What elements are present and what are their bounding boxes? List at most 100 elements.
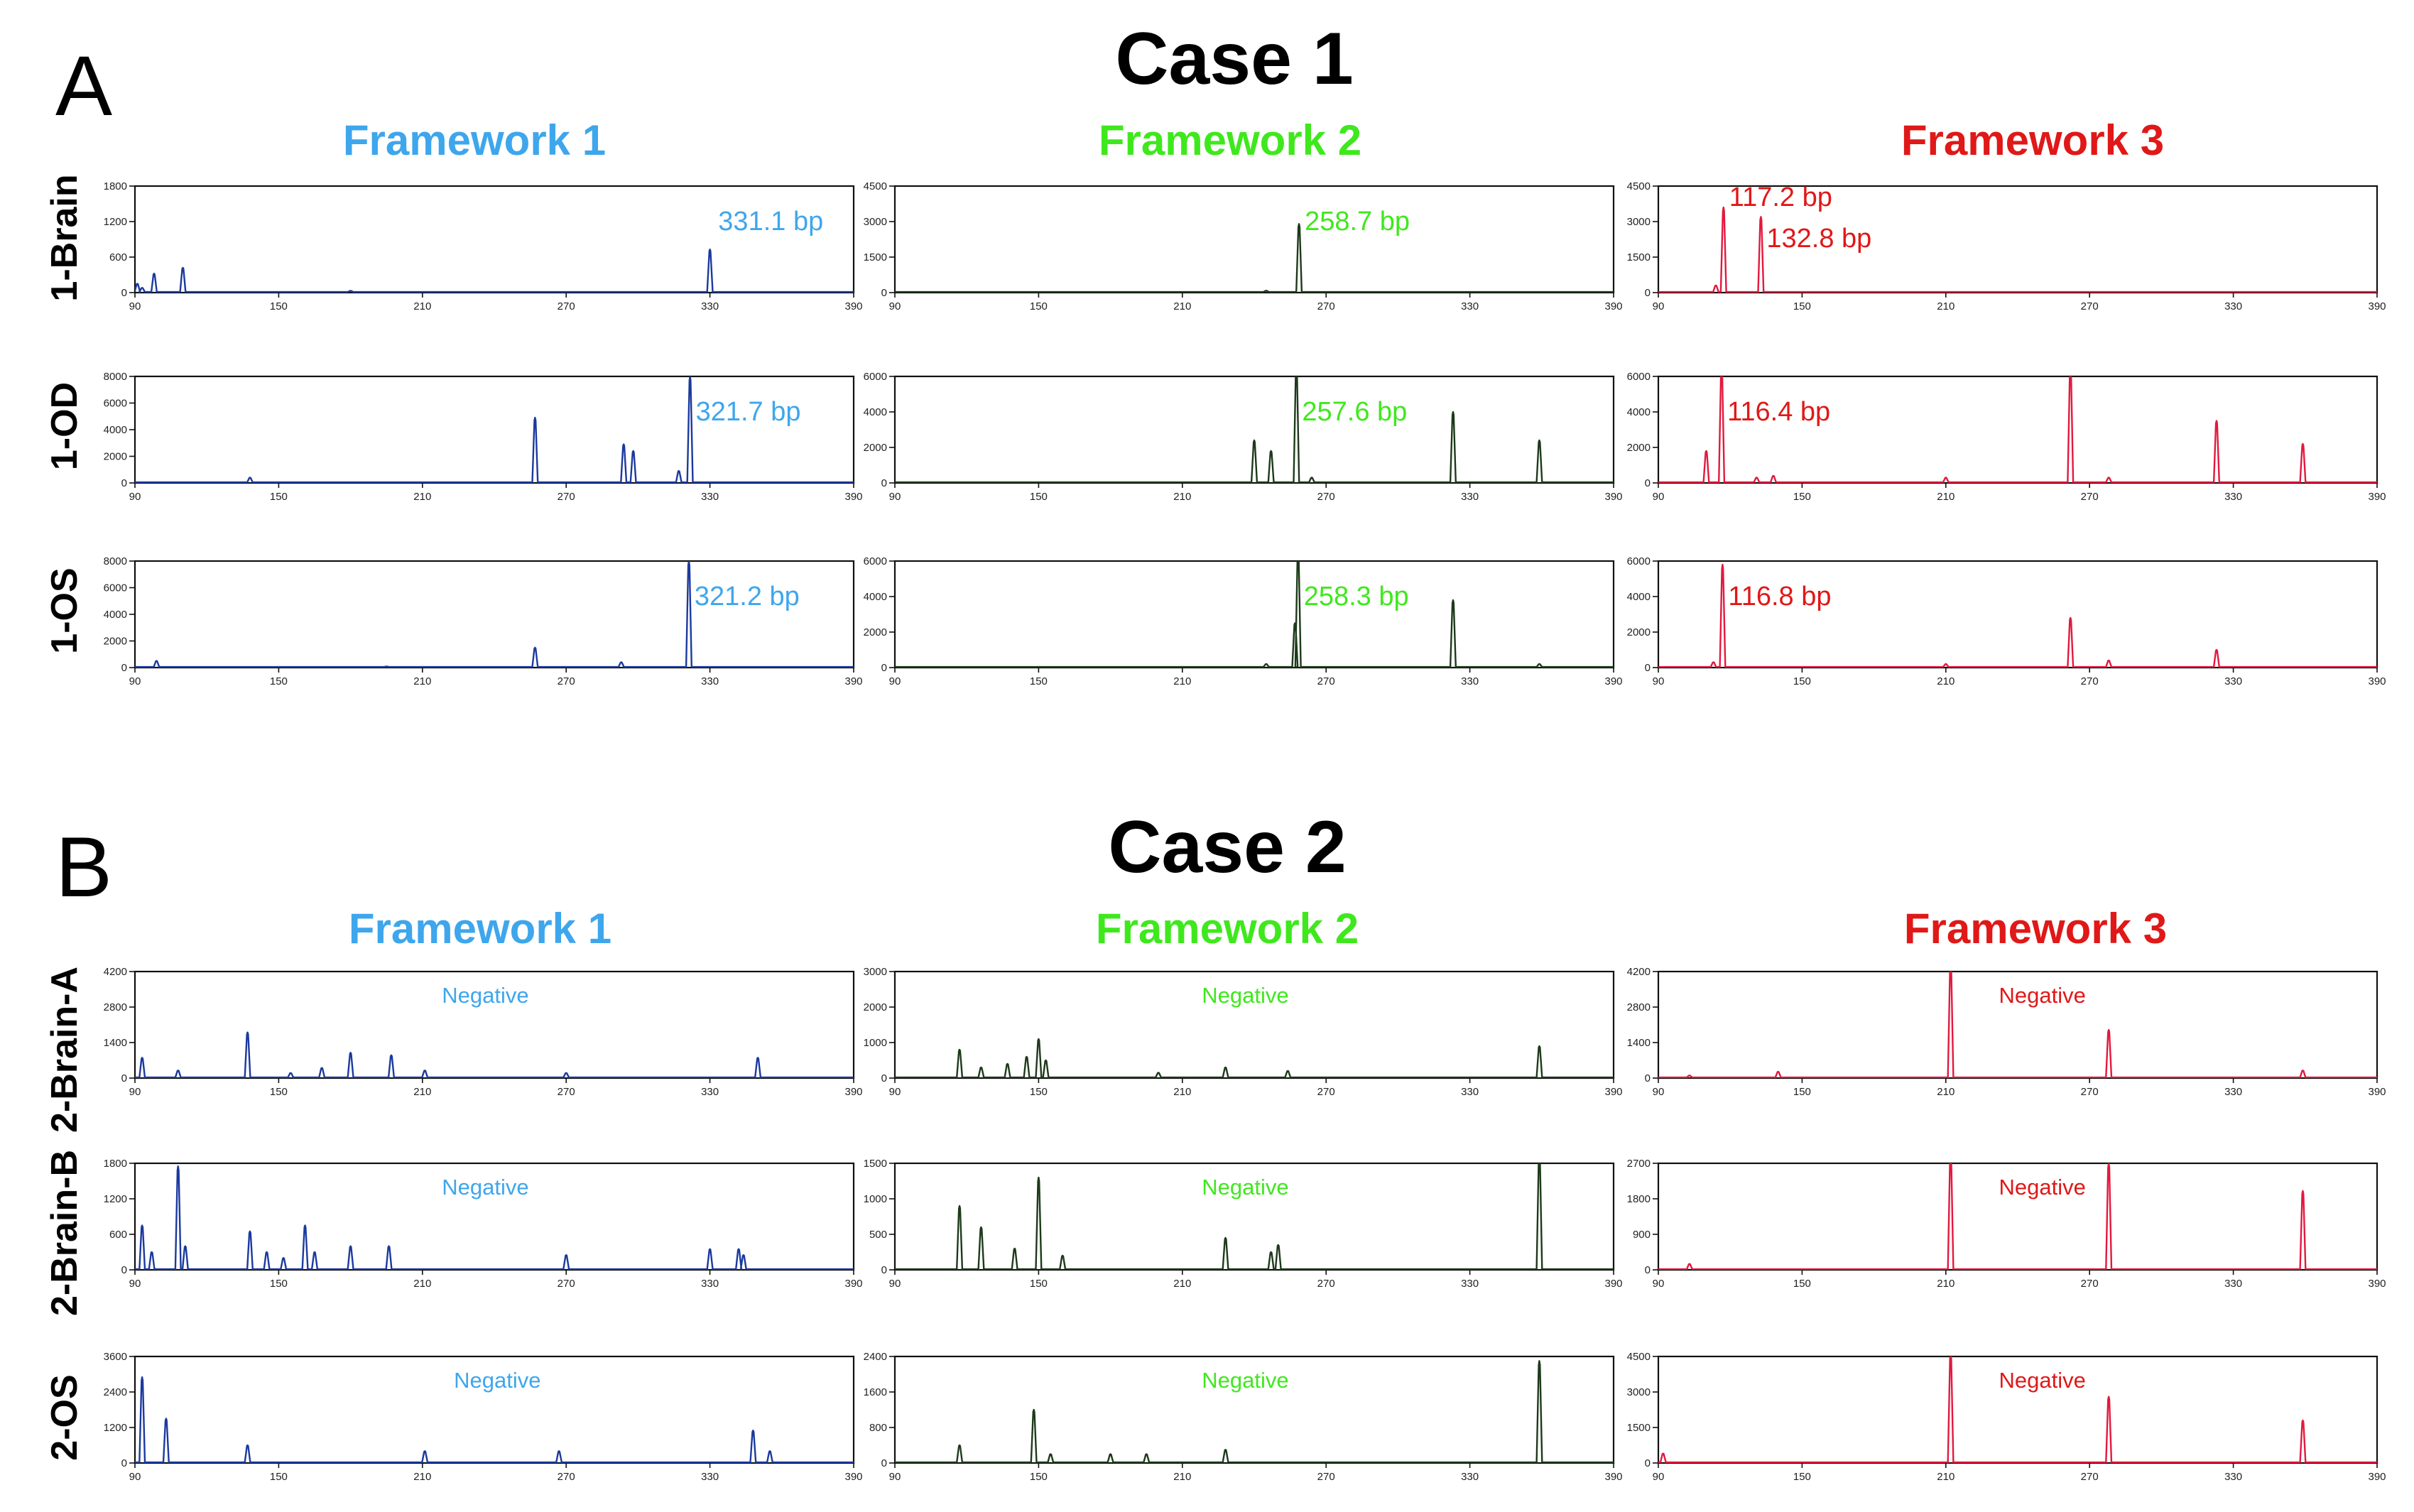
- trace-line: [135, 376, 854, 483]
- trace-line: [1658, 972, 2377, 1078]
- x-tick-label: 270: [2081, 1278, 2099, 1290]
- x-tick-label: 330: [1461, 1278, 1479, 1290]
- y-tick-label: 4500: [864, 180, 887, 192]
- plot-frame: [134, 185, 855, 294]
- x-tick-label: 270: [2081, 491, 2099, 503]
- y-tick-label: 2000: [864, 626, 887, 638]
- y-tick-label: 6000: [864, 371, 887, 383]
- y-tick-label: 2400: [864, 1351, 887, 1363]
- y-tick-label: 1200: [104, 216, 127, 228]
- x-tick-label: 210: [1173, 1471, 1191, 1483]
- x-tick-label: 330: [701, 491, 719, 503]
- x-tick-label: 330: [2224, 1278, 2242, 1290]
- x-tick-label: 390: [1604, 1471, 1622, 1483]
- x-tick-label: 90: [889, 491, 901, 503]
- peak-annotation: Negative: [454, 1368, 540, 1393]
- x-tick-label: 330: [701, 675, 719, 687]
- x-tick-label: 390: [844, 1471, 862, 1483]
- y-tick-label: 1000: [864, 1037, 887, 1049]
- y-tick-label: 0: [121, 477, 127, 489]
- y-tick-label: 0: [881, 477, 887, 489]
- y-tick-label: 4000: [864, 406, 887, 418]
- y-tick-label: 900: [1633, 1229, 1651, 1241]
- y-tick-label: 0: [881, 287, 887, 299]
- x-tick-label: 150: [270, 675, 288, 687]
- x-tick-label: 330: [2224, 675, 2242, 687]
- case-1-title: Case 1: [1115, 18, 1353, 100]
- peak-annotation: Negative: [1202, 1175, 1288, 1200]
- x-tick-label: 390: [2368, 491, 2386, 503]
- peak-annotation: Negative: [442, 1175, 528, 1200]
- x-tick-label: 270: [2081, 300, 2099, 312]
- peak-annotation: Negative: [1202, 1368, 1288, 1393]
- trace-line: [135, 1031, 854, 1078]
- plot-frame: [1657, 970, 2378, 1079]
- y-tick-label: 0: [121, 662, 127, 674]
- plot-frame: [893, 970, 1615, 1079]
- peak-annotation: 132.8 bp: [1766, 224, 1871, 254]
- plot-frame: [1657, 185, 2378, 294]
- x-tick-label: 210: [413, 675, 431, 687]
- x-tick-label: 90: [129, 300, 141, 312]
- y-tick-label: 6000: [864, 555, 887, 567]
- x-tick-label: 150: [1793, 675, 1811, 687]
- y-tick-label: 1500: [1627, 1422, 1651, 1434]
- x-tick-label: 270: [558, 1278, 575, 1290]
- y-tick-label: 0: [881, 1072, 887, 1084]
- y-tick-label: 2800: [1627, 1001, 1651, 1013]
- peak-annotation: Negative: [1999, 1368, 2086, 1393]
- x-tick-label: 390: [844, 300, 862, 312]
- x-tick-label: 150: [270, 1278, 288, 1290]
- x-tick-label: 150: [1030, 300, 1048, 312]
- x-tick-label: 390: [844, 1086, 862, 1098]
- x-tick-label: 150: [270, 1086, 288, 1098]
- y-tick-label: 1800: [1627, 1193, 1651, 1205]
- x-tick-label: 210: [1173, 675, 1191, 687]
- x-tick-label: 270: [1317, 1278, 1335, 1290]
- x-tick-label: 150: [270, 491, 288, 503]
- x-tick-label: 270: [1317, 491, 1335, 503]
- peak-annotation: 257.6 bp: [1302, 397, 1407, 427]
- x-tick-label: 90: [1653, 491, 1665, 503]
- panel-a-header: A Case 1 Framework 1 Framework 2 Framewo…: [44, 18, 2164, 654]
- x-tick-label: 150: [270, 1471, 288, 1483]
- x-tick-label: 210: [413, 1278, 431, 1290]
- plot-frame: [893, 185, 1615, 294]
- x-tick-label: 90: [129, 1278, 141, 1290]
- y-tick-label: 2000: [864, 442, 887, 454]
- peak-annotation: 116.4 bp: [1727, 397, 1830, 427]
- y-tick-label: 1200: [104, 1422, 127, 1434]
- y-tick-label: 4000: [1627, 406, 1651, 418]
- y-tick-label: 0: [121, 1072, 127, 1084]
- y-tick-label: 0: [881, 1264, 887, 1276]
- y-tick-label: 0: [1645, 477, 1651, 489]
- x-tick-label: 90: [889, 1471, 901, 1483]
- y-tick-label: 4000: [104, 609, 127, 621]
- y-tick-label: 2400: [104, 1386, 127, 1398]
- case-1-framework-1-label: Framework 1: [343, 116, 606, 164]
- x-tick-label: 330: [1461, 491, 1479, 503]
- y-tick-label: 6000: [1627, 371, 1651, 383]
- y-tick-label: 6000: [104, 398, 127, 410]
- y-tick-label: 800: [869, 1422, 887, 1434]
- x-tick-label: 90: [1653, 1471, 1665, 1483]
- x-tick-label: 390: [2368, 1278, 2386, 1290]
- y-tick-label: 2700: [1627, 1158, 1651, 1170]
- case-2-framework-1-label: Framework 1: [349, 905, 611, 952]
- plot-frame: [134, 1355, 855, 1464]
- plot-frame: [893, 560, 1615, 669]
- x-tick-label: 210: [1173, 1086, 1191, 1098]
- y-tick-label: 4500: [1627, 1351, 1651, 1363]
- x-tick-label: 330: [701, 1471, 719, 1483]
- case-2-framework-2-label: Framework 2: [1096, 905, 1359, 952]
- x-tick-label: 390: [2368, 300, 2386, 312]
- peak-annotation: 117.2 bp: [1729, 183, 1832, 212]
- x-tick-label: 330: [1461, 1086, 1479, 1098]
- y-tick-label: 0: [1645, 1457, 1651, 1469]
